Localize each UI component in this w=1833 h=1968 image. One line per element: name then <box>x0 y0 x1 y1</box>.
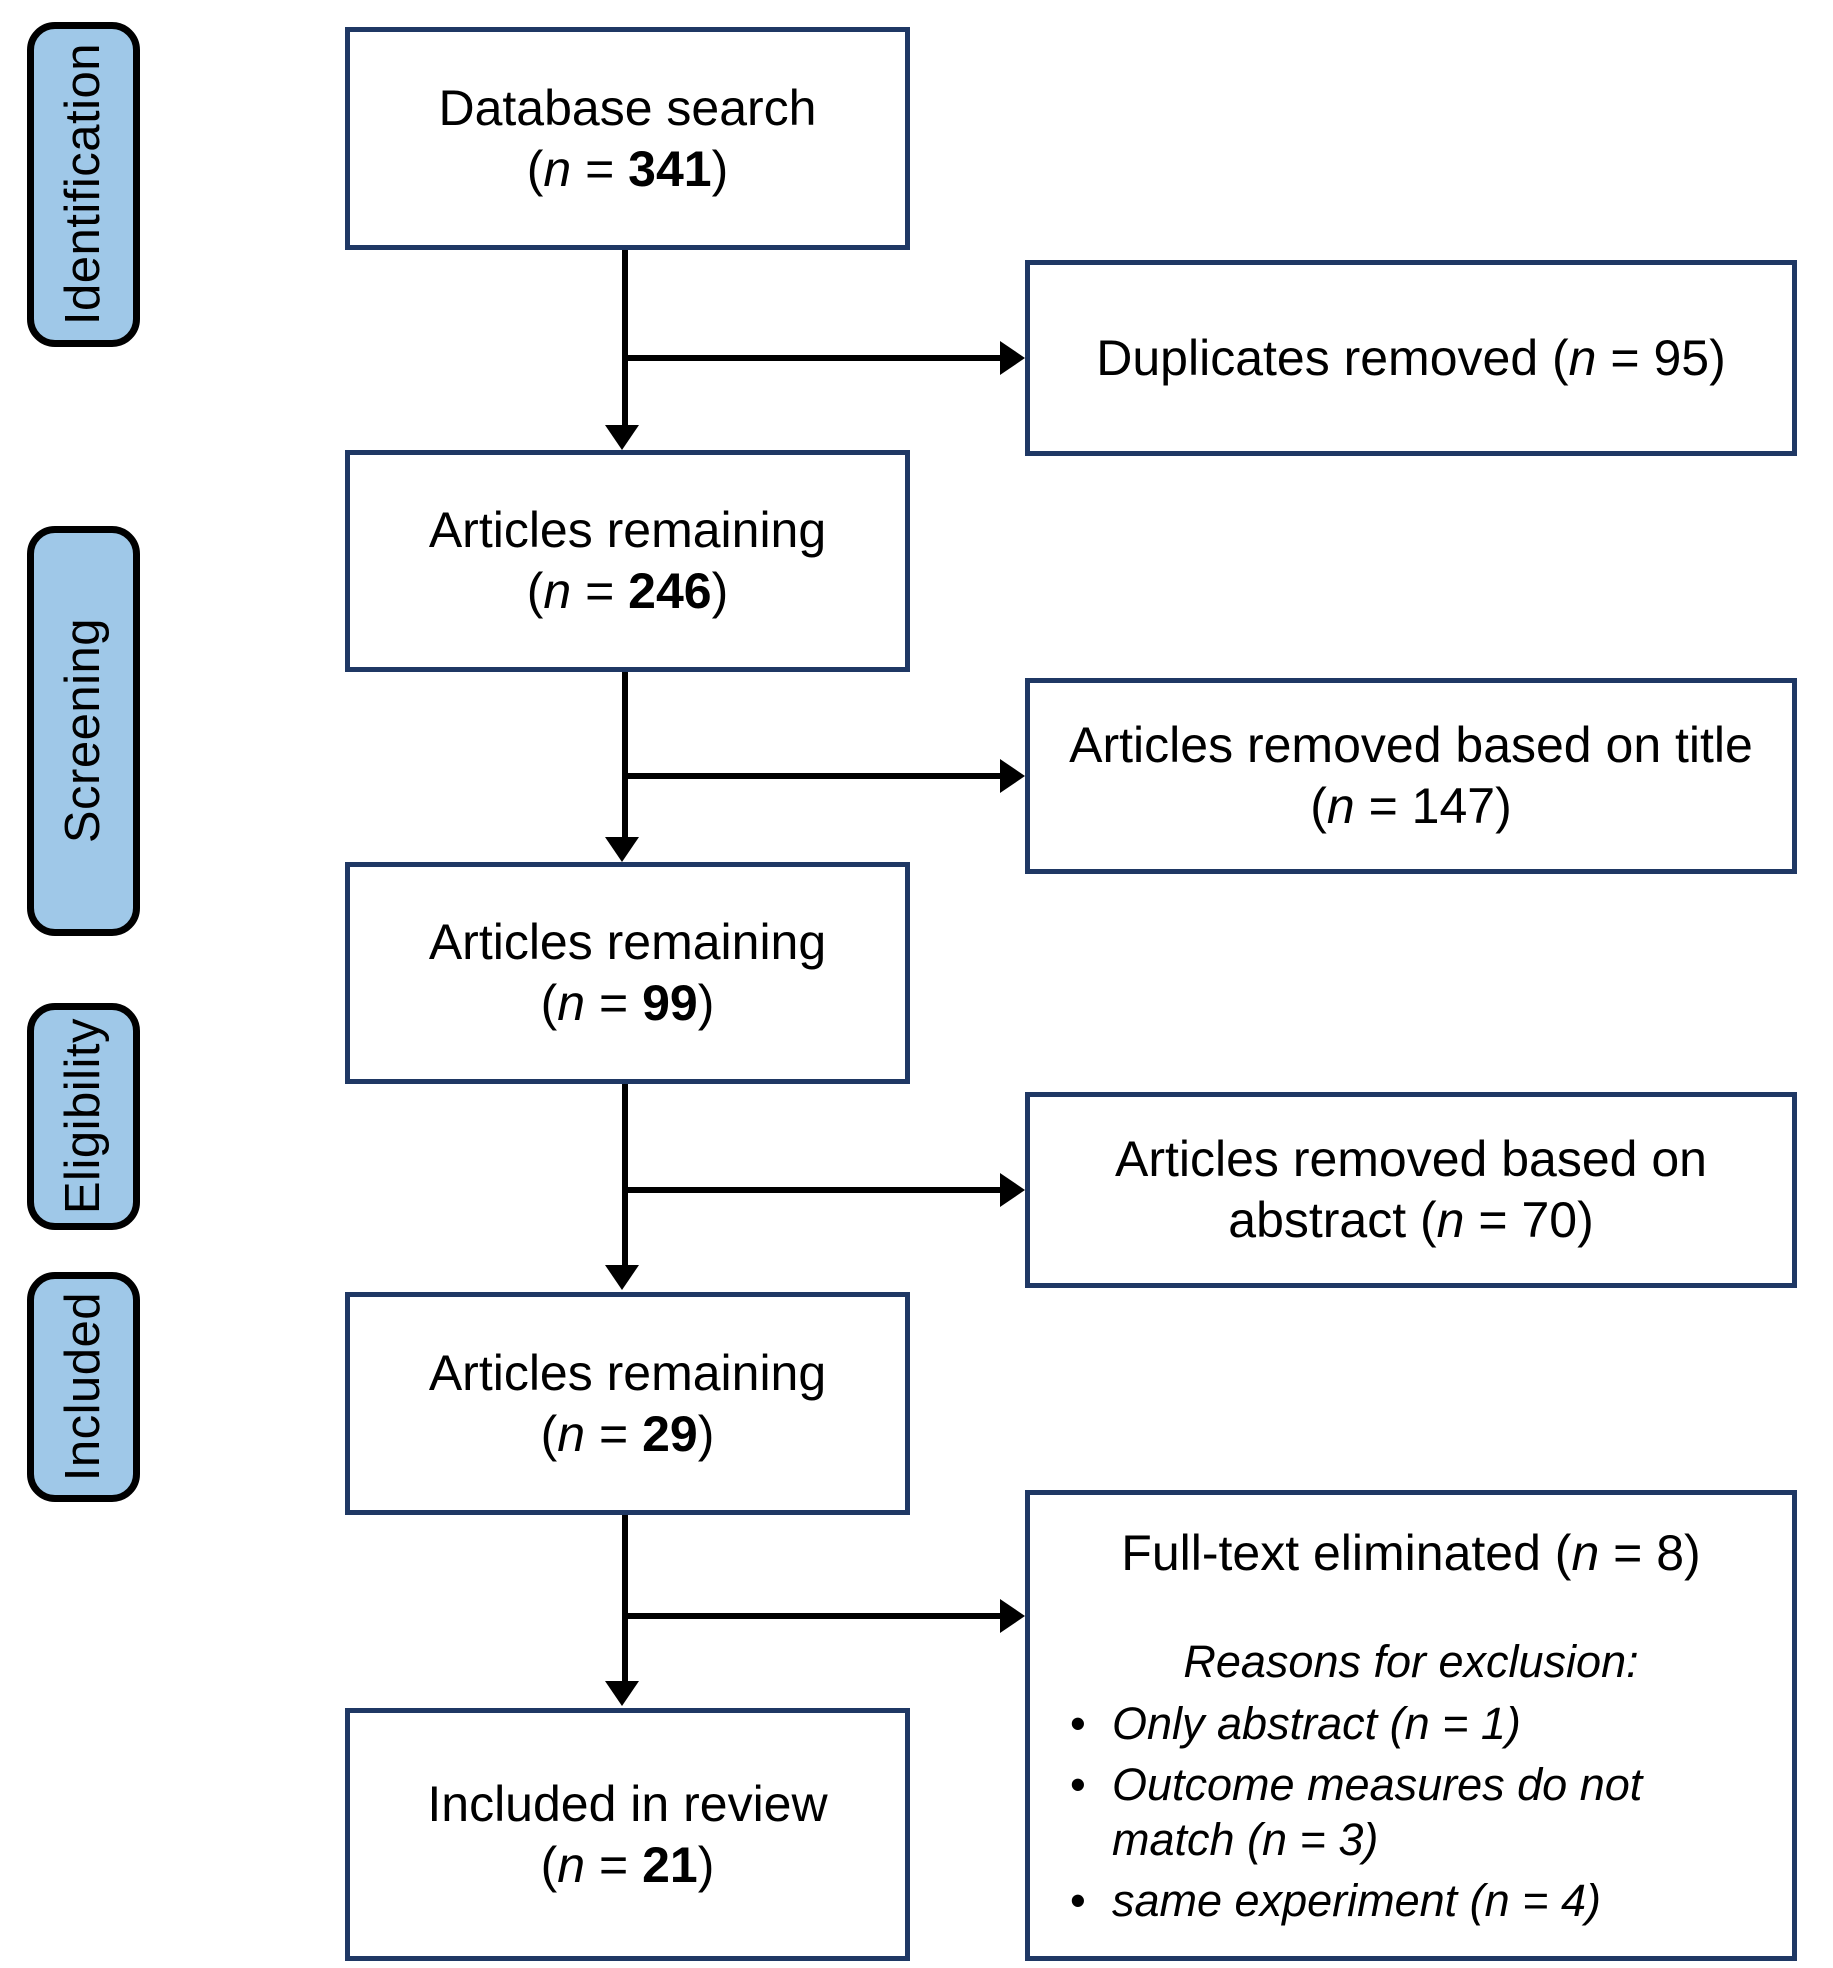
stage-label-included: Included <box>56 1292 110 1482</box>
removed-on-title-label: Articles removed based on title ( <box>1069 717 1753 834</box>
n-symbol: n <box>557 975 586 1031</box>
n-equals: = <box>571 563 629 619</box>
connector-horizontal-2 <box>622 773 1000 779</box>
arrow-right-1 <box>1000 341 1025 375</box>
arrow-right-4 <box>1000 1599 1025 1633</box>
n-open-paren: ( <box>540 975 558 1031</box>
n-value-text: = 70) <box>1464 1192 1594 1248</box>
articles-remaining-label: Articles remaining <box>428 914 827 970</box>
stage-pill-identification: Identification <box>27 22 140 347</box>
articles-remaining-label: Articles remaining <box>428 502 827 558</box>
n-symbol: n <box>1436 1192 1465 1248</box>
connector-vertical-4 <box>622 1515 628 1683</box>
articles-remaining-label: Articles remaining <box>428 1344 827 1401</box>
n-symbol: n <box>543 563 572 619</box>
n-symbol: n <box>1568 329 1597 386</box>
flow-box-database-search: Database search (n = 341) <box>345 27 910 250</box>
exclusion-reason-text: Only abstract (n = 1) <box>1112 1698 1521 1749</box>
exclusion-reason-text: same experiment (n = 4) <box>1112 1874 1601 1926</box>
arrow-down-4 <box>605 1681 639 1706</box>
database-search-label: Database search <box>438 79 817 136</box>
n-open-paren: ( <box>540 1405 558 1462</box>
connector-horizontal-4 <box>622 1613 1000 1619</box>
flow-box-articles-remaining-29: Articles remaining (n = 29) <box>345 1292 910 1515</box>
flow-box-included-in-review: Included in review (n = 21) <box>345 1708 910 1961</box>
n-equals: = <box>585 1405 643 1462</box>
bullet-icon: • <box>1070 1874 1086 1926</box>
exclusion-reason-text: Outcome measures do not match (n = 3) <box>1112 1758 1643 1865</box>
n-close-paren: ) <box>697 975 715 1031</box>
connector-vertical-2 <box>622 672 628 840</box>
connector-horizontal-1 <box>622 355 1000 361</box>
n-symbol: n <box>1326 778 1355 834</box>
connector-horizontal-3 <box>622 1187 1000 1193</box>
n-equals: = <box>585 1836 643 1893</box>
n-symbol: n <box>1571 1525 1600 1581</box>
n-equals: = <box>571 140 629 197</box>
flow-box-articles-remaining-99-text: Articles remaining (n = 99) <box>415 912 840 1034</box>
bullet-icon: • <box>1070 1698 1086 1749</box>
stage-pill-included: Included <box>27 1272 140 1502</box>
n-value: 21 <box>642 1836 698 1893</box>
list-item: • Only abstract (n = 1) <box>1056 1697 1766 1752</box>
n-value-text: = 95) <box>1596 329 1726 386</box>
reasons-for-exclusion-heading: Reasons for exclusion: <box>1183 1636 1639 1687</box>
n-value: 341 <box>628 140 712 197</box>
flow-box-duplicates-removed: Duplicates removed (n = 95) <box>1025 260 1797 456</box>
n-value: 246 <box>628 563 712 619</box>
n-value-text: = 147) <box>1354 778 1512 834</box>
duplicates-removed-label: Duplicates removed ( <box>1096 329 1569 386</box>
n-close-paren: ) <box>711 563 729 619</box>
stage-label-identification: Identification <box>56 43 110 326</box>
flow-box-articles-remaining-246-text: Articles remaining (n = 246) <box>415 500 840 622</box>
n-value: 99 <box>642 975 698 1031</box>
flow-box-removed-on-abstract: Articles removed based on abstract (n = … <box>1025 1092 1797 1288</box>
n-close-paren: ) <box>697 1405 715 1462</box>
removed-on-abstract-label: Articles removed based on abstract ( <box>1115 1131 1707 1248</box>
flow-box-removed-on-abstract-text: Articles removed based on abstract (n = … <box>1030 1129 1792 1251</box>
flow-box-database-search-text: Database search (n = 341) <box>424 78 830 200</box>
arrow-right-2 <box>1000 759 1025 793</box>
flow-box-full-text-eliminated: Full-text eliminated (n = 8) Reasons for… <box>1025 1490 1797 1961</box>
n-value: 29 <box>642 1405 698 1462</box>
n-open-paren: ( <box>526 563 544 619</box>
full-text-eliminated-title: Full-text eliminated (n = 8) <box>1056 1523 1766 1583</box>
arrow-right-3 <box>1000 1173 1025 1207</box>
arrow-down-3 <box>605 1265 639 1290</box>
flow-box-articles-remaining-29-text: Articles remaining (n = 29) <box>415 1343 840 1465</box>
arrow-down-2 <box>605 837 639 862</box>
flow-box-articles-remaining-99: Articles remaining (n = 99) <box>345 862 910 1084</box>
flow-box-removed-on-title: Articles removed based on title (n = 147… <box>1025 678 1797 874</box>
n-close-paren: ) <box>697 1836 715 1893</box>
flow-box-articles-remaining-246: Articles remaining (n = 246) <box>345 450 910 672</box>
included-in-review-label: Included in review <box>427 1775 828 1832</box>
n-close-paren: ) <box>711 140 729 197</box>
list-item: • Outcome measures do not match (n = 3) <box>1056 1758 1766 1868</box>
stage-pill-eligibility: Eligibility <box>27 1003 140 1230</box>
stage-label-screening: Screening <box>56 618 110 844</box>
exclusion-reasons-list: • Only abstract (n = 1) • Outcome measur… <box>1056 1697 1766 1929</box>
flow-box-removed-on-title-text: Articles removed based on title (n = 147… <box>1030 715 1792 837</box>
flow-box-duplicates-removed-text: Duplicates removed (n = 95) <box>1082 328 1739 389</box>
flow-box-included-in-review-text: Included in review (n = 21) <box>413 1774 841 1896</box>
list-item: • same experiment (n = 4) <box>1056 1874 1766 1929</box>
bullet-icon: • <box>1070 1758 1086 1810</box>
connector-vertical-3 <box>622 1084 628 1267</box>
connector-vertical-1 <box>622 250 628 428</box>
n-equals: = <box>585 975 643 1031</box>
arrow-down-1 <box>605 425 639 450</box>
n-symbol: n <box>543 140 572 197</box>
n-open-paren: ( <box>526 140 544 197</box>
n-symbol: n <box>557 1405 586 1462</box>
n-symbol: n <box>557 1836 586 1893</box>
n-open-paren: ( <box>540 1836 558 1893</box>
stage-pill-screening: Screening <box>27 526 140 936</box>
stage-label-eligibility: Eligibility <box>56 1018 110 1215</box>
full-text-eliminated-label: Full-text eliminated ( <box>1121 1525 1572 1581</box>
n-value-text: = 8) <box>1599 1525 1701 1581</box>
